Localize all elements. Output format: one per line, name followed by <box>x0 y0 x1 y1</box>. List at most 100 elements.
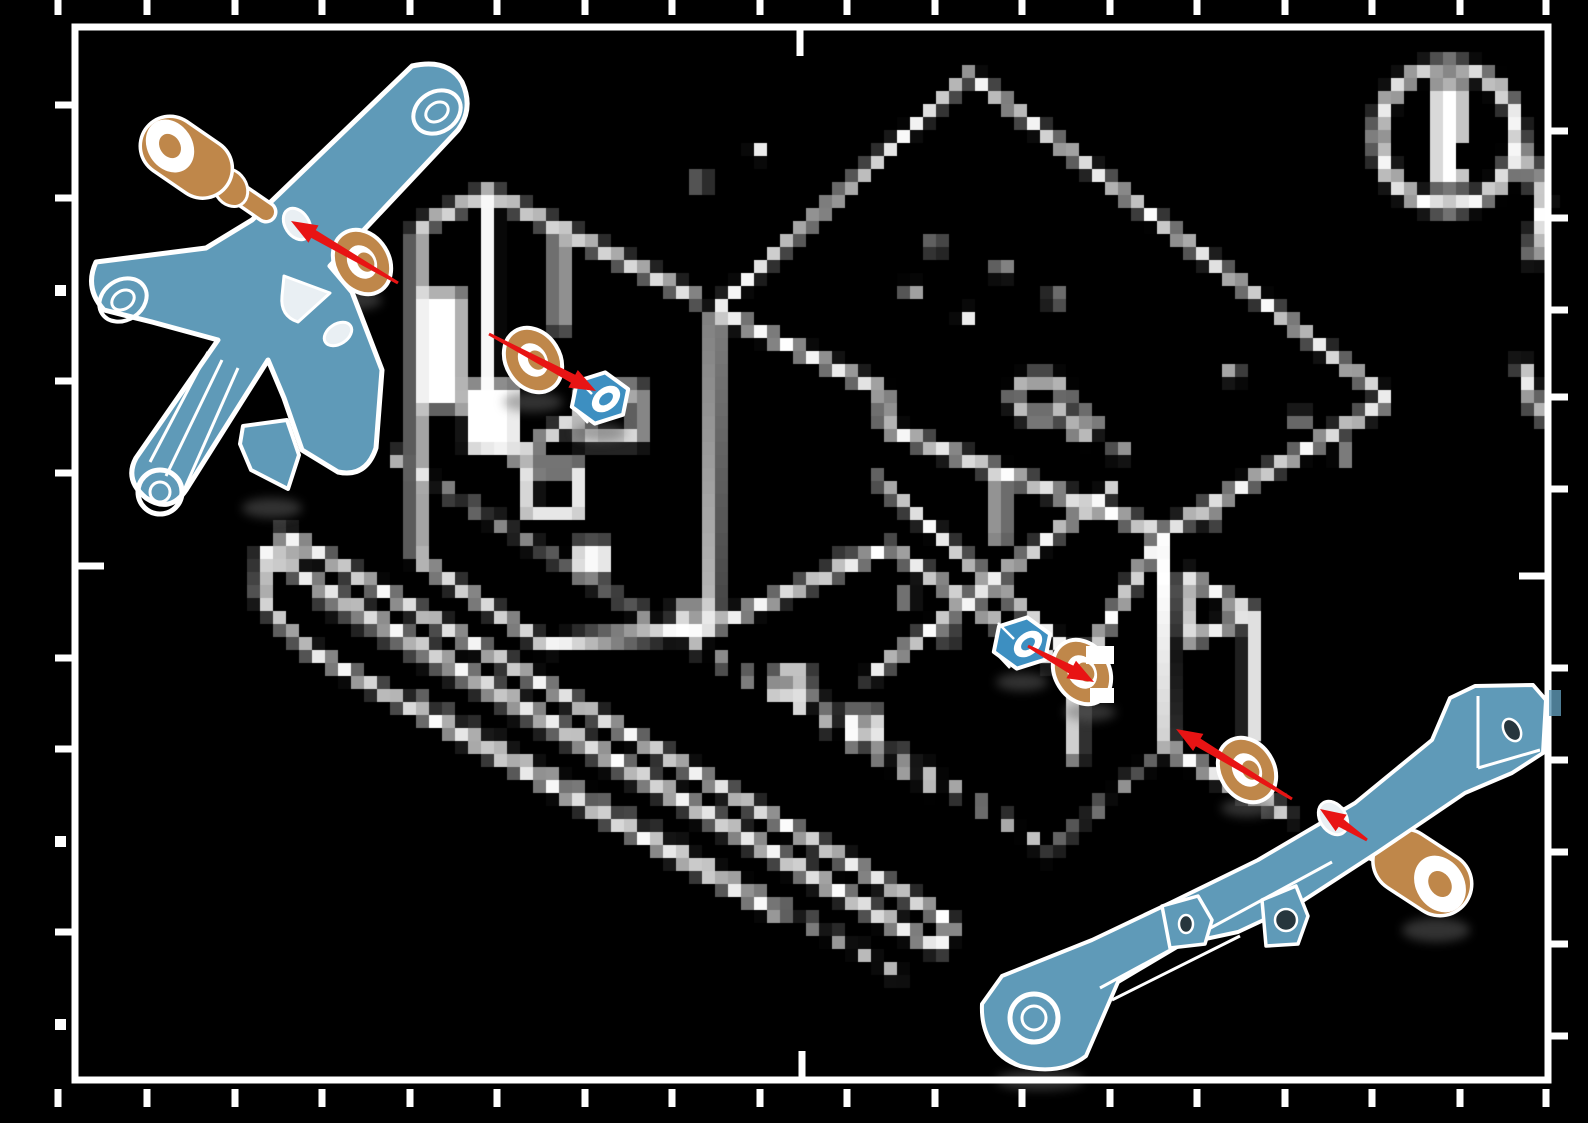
arm-ridge-line <box>1099 860 1333 990</box>
steering-bracket <box>89 61 470 517</box>
arm-edge-sliver <box>1549 690 1561 716</box>
ruler-tick-top <box>756 0 764 15</box>
ruler-tick-bottom <box>843 1089 851 1107</box>
part-shadows <box>242 290 1470 1090</box>
center-tick-top <box>796 27 804 56</box>
ruler-tick-right <box>1549 756 1568 764</box>
countersunk-hole-inner <box>110 288 136 312</box>
steering-bracket-foot <box>238 418 301 491</box>
ruler-dot-left <box>55 836 66 847</box>
assembly-direction-arrow <box>1027 644 1094 682</box>
line-art-occluder <box>1090 688 1114 703</box>
assembly-direction-arrow <box>291 221 399 285</box>
arm-eye-ring <box>1007 991 1061 1045</box>
ruler-tick-bottom <box>493 1089 501 1107</box>
bracket-ridge-line <box>164 359 224 477</box>
ruler-tick-top <box>54 0 62 15</box>
ruler-tick-bottom <box>931 1089 939 1107</box>
ruler-dot-left <box>55 1019 66 1030</box>
ruler-tick-left <box>55 377 74 385</box>
ruler-tick-top <box>1456 0 1464 15</box>
ruler-tick-bottom <box>581 1089 589 1107</box>
colored-parts <box>89 61 1561 1072</box>
ruler-tick-right <box>1549 848 1568 856</box>
bracket-ridge-line <box>148 351 210 463</box>
ruler-tick-top <box>1281 0 1289 15</box>
assembly-direction-arrow <box>1176 729 1293 801</box>
ruler-tick-right <box>1549 940 1568 948</box>
ruler-tick-bottom <box>1106 1089 1114 1107</box>
ruler-tick-bottom <box>1456 1089 1464 1107</box>
ruler-tick-left <box>55 101 74 109</box>
ruler-tick-bottom <box>756 1089 764 1107</box>
ruler-tick-right <box>1549 214 1568 222</box>
arm-eye-hole <box>1020 1004 1048 1032</box>
center-tick-bottom <box>798 1051 806 1080</box>
ruler-tick-top <box>1018 0 1026 15</box>
nut-hole <box>599 392 613 406</box>
center-tick-right <box>1519 572 1548 580</box>
suspension-arm <box>979 683 1561 1072</box>
ruler-tick-bottom <box>1018 1089 1026 1107</box>
ruler-tick-top <box>231 0 239 15</box>
countersunk-hole <box>97 276 149 324</box>
ruler-tick-top <box>406 0 414 15</box>
arm-clevis-hole <box>1273 907 1299 933</box>
arm-end-hole <box>1501 717 1523 743</box>
part-shadow <box>996 673 1048 691</box>
ruler-tick-top <box>581 0 589 15</box>
ruler-tick-bottom <box>318 1089 326 1107</box>
ruler-tick-bottom <box>1281 1089 1289 1107</box>
ruler-tick-top <box>931 0 939 15</box>
ruler-tick-top <box>1106 0 1114 15</box>
ruler-tick-bottom <box>406 1089 414 1107</box>
arm-end-edge <box>1477 748 1541 770</box>
bracket-triangle-hole <box>280 274 332 324</box>
countersunk-hole <box>411 88 463 136</box>
ruler-tick-right <box>1549 485 1568 493</box>
ruler-tick-left <box>55 928 74 936</box>
lock-nut <box>991 615 1053 671</box>
registration-frame <box>54 0 1568 1107</box>
suspension-arm-body <box>979 683 1548 1072</box>
assembly-direction-arrow <box>488 332 596 391</box>
ruler-tick-bottom <box>231 1089 239 1107</box>
bracket-oval-hole <box>322 320 354 348</box>
part-shadow <box>1064 703 1116 721</box>
ruler-tick-bottom <box>1368 1089 1376 1107</box>
ruler-tick-top <box>668 0 676 15</box>
arm-clevis-hole <box>1177 913 1195 935</box>
part-shadow <box>1221 799 1273 817</box>
ruler-tick-right <box>1549 664 1568 672</box>
part-shadow <box>1402 918 1470 942</box>
ruler-tick-right <box>1549 127 1568 135</box>
ruler-tick-left <box>55 654 74 662</box>
ruler-tick-top <box>318 0 326 15</box>
ruler-tick-bottom <box>54 1089 62 1107</box>
assembly-arrows <box>291 221 1368 842</box>
ruler-tick-top <box>1542 0 1550 15</box>
ruler-tick-bottom <box>668 1089 676 1107</box>
ruler-tick-right <box>1549 393 1568 401</box>
part-shadow <box>242 498 302 518</box>
ruler-dot-left <box>55 285 66 296</box>
bracket-eye-hole <box>148 480 172 504</box>
ruler-tick-bottom <box>143 1089 151 1107</box>
step-number-label: 1 <box>1376 64 1377 65</box>
ruler-tick-top <box>1193 0 1201 15</box>
nut-facet-edge <box>997 622 1015 640</box>
arm-ridge-line <box>1111 934 1241 1002</box>
ruler-tick-top <box>1368 0 1376 15</box>
screw-socket <box>1428 871 1452 897</box>
bracket-ridge-line <box>182 367 240 491</box>
ruler-tick-right <box>1549 306 1568 314</box>
frame-border <box>71 23 1552 1084</box>
step-number-badge: 1 <box>1376 64 1522 210</box>
screw-socket <box>159 133 181 159</box>
ruler-tick-left <box>55 745 74 753</box>
nut-facet-edge <box>571 405 589 424</box>
ruler-tick-right <box>1549 1032 1568 1040</box>
